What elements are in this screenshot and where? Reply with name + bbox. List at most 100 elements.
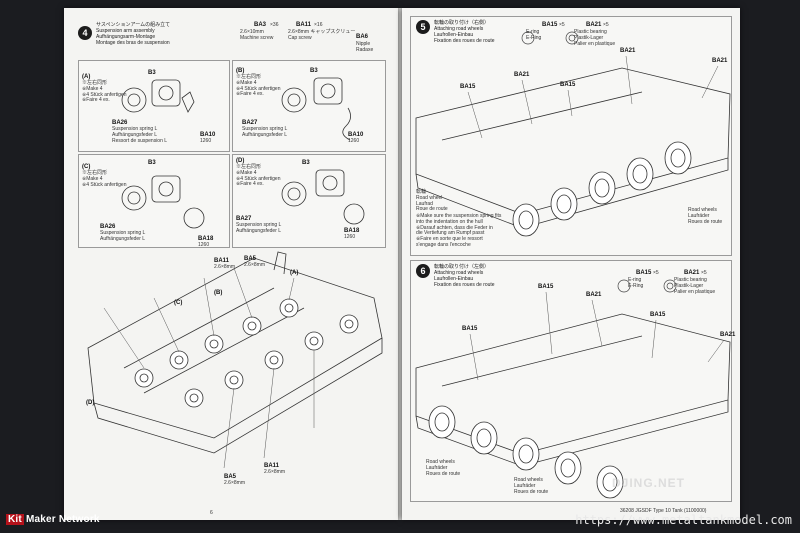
sub-c-spring: Suspension spring L Aufhängungsfeder L xyxy=(100,230,146,242)
step-5-badge: 5 xyxy=(416,20,430,34)
sub-b-label-b3: B3 xyxy=(310,68,318,74)
sub-c-notes: ※左右同形 ※Make 4 ※4 Stück anfertigen xyxy=(82,170,127,188)
step-5-part-ba15: BA15 xyxy=(542,22,558,28)
sub-d-label-ba18: BA18 xyxy=(344,228,360,234)
step-5-road-wheel-note: 転輪 Road wheel Laufrad Roue de route xyxy=(416,189,448,213)
step-5-caution: ※Make sure the suspension spring fits in… xyxy=(416,213,502,248)
sub-b-spring: Suspension spring L Aufhängungsfeder L xyxy=(242,126,288,138)
step-5-part-ba21: BA21 xyxy=(586,22,602,28)
sub-d-label-ba27: BA27 xyxy=(236,216,252,222)
left-page: 4 サスペンションアームの組み立て Suspension arm assembl… xyxy=(64,8,398,520)
kit-maker-text: Maker Network xyxy=(25,514,100,525)
hull-callout-ba5-lower-size: 2.6×8mm xyxy=(224,480,245,486)
right-page: 5 転輪の取り付け（右側） Attaching road wheels Lauf… xyxy=(402,8,740,520)
step-5-callout-0: BA15 xyxy=(460,84,476,90)
step-6-callout-2: BA15 xyxy=(462,326,478,332)
sub-d-notes: ※左右同形 ※Make 4 ※4 Stück anfertigen ※Faire… xyxy=(236,164,281,188)
sub-b-notes: ※左右同形 ※Make 4 ※4 Stück anfertigen ※Faire… xyxy=(236,74,281,98)
sub-d-label-b3: B3 xyxy=(302,160,310,166)
step-4-title: サスペンションアームの組み立て Suspension arm assembly … xyxy=(96,22,170,46)
sub-assembly-b-panel xyxy=(232,60,386,152)
step-6-road-wheels-label-left: Road wheels Laufräder Roues de route xyxy=(426,459,461,477)
sub-b-label-ba10: BA10 xyxy=(348,132,364,138)
step-4-title-de: Aufhängungsarm-Montage xyxy=(96,34,156,40)
hull-callout-b: (B) xyxy=(214,290,223,296)
part-ba11-code: BA11 xyxy=(296,22,312,28)
step-6-badge: 6 xyxy=(416,264,430,278)
part-ba3-qty: ×36 xyxy=(270,22,279,28)
hull-callout-ba11-lower: BA11 xyxy=(264,463,280,469)
sub-b-qty: 1260 xyxy=(348,138,360,144)
part-ba11-qty: ×16 xyxy=(314,22,323,28)
hull-callout-ba5: BA5 xyxy=(244,256,257,262)
sub-a-notes: ※左右同形 ※Make 4 ※4 Stück anfertigen ※Faire… xyxy=(82,80,127,104)
part-ba6-code: BA6 xyxy=(356,34,369,40)
page-gutter xyxy=(396,8,404,520)
sub-c-label-ba18: BA18 xyxy=(198,236,214,242)
part-ba11-desc: 2.6×8mm キャップスクリュー Cap screw xyxy=(288,29,356,41)
step-6-part-ba15-desc: E-ring E-Ring xyxy=(628,277,644,289)
step-5-title: 転輪の取り付け（右側） Attaching road wheels Laufro… xyxy=(434,20,495,44)
sub-c-label-b3: B3 xyxy=(148,160,156,166)
part-ba6-desc: Nipple Radaxe xyxy=(356,41,374,53)
step-6-part-ba21-qty: ×5 xyxy=(701,270,707,276)
step-6-part-ba15: BA15 xyxy=(636,270,652,276)
road-wheel-drawings xyxy=(415,31,731,499)
step-6-part-ba15-qty: ×5 xyxy=(653,270,659,276)
sub-d-spring: Suspension spring L Aufhängungsfeder L xyxy=(236,222,282,234)
sub-d-tag: (D) xyxy=(236,158,245,164)
sub-c-qty: 1260 xyxy=(198,242,210,248)
step-6-title: 転輪の取り付け（左側） Attaching road wheels Laufro… xyxy=(434,264,495,288)
sub-a-qty: 1260 xyxy=(200,138,212,144)
step-4-title-en: Suspension arm assembly xyxy=(96,28,155,34)
hull-callout-ba11-size: 2.6×8mm xyxy=(214,264,235,270)
step-5-callout-1: BA21 xyxy=(514,72,530,78)
left-page-number: 6 xyxy=(210,510,213,516)
sub-a-label-b3: B3 xyxy=(148,70,156,76)
step-5-part-ba15-qty: ×5 xyxy=(559,22,565,28)
sub-assembly-a-panel xyxy=(78,60,230,152)
step-6-part-ba21-desc: Plastic bearing Plastik-Lager Palier en … xyxy=(674,277,716,295)
sub-assembly-d-panel xyxy=(232,154,386,248)
step-6-callout-0: BA15 xyxy=(538,284,554,290)
step-6-part-ba21: BA21 xyxy=(684,270,700,276)
step-5-part-ba21-qty: ×5 xyxy=(603,22,609,28)
sub-a-spring: Suspension spring L Aufhängungsfeder L R… xyxy=(112,126,168,144)
step-5-road-wheels-label: Road wheels Laufräder Roues de route xyxy=(688,207,723,225)
step-6-road-wheels-label-right: Road wheels Laufräder Roues de route xyxy=(514,477,549,495)
metaltankmodel-url-watermark: https://www.metaltankmodel.com xyxy=(575,513,792,527)
sub-a-label-ba26: BA26 xyxy=(112,120,128,126)
sub-b-tag: (B) xyxy=(236,68,245,74)
step-4-badge: 4 xyxy=(78,26,92,40)
step-5-part-ba21-desc: Plastic bearing Plastik-Lager Palier en … xyxy=(574,29,616,47)
hull-callout-d: (D) xyxy=(86,400,95,406)
hull-callout-ba5-size: 2.6×8mm xyxy=(244,262,265,268)
step-5-callout-4: BA21 xyxy=(712,58,728,64)
hull-callout-ba11-lower-size: 2.6×8mm xyxy=(264,469,285,475)
hull-callout-a: (A) xyxy=(290,270,299,276)
sub-b-label-ba27: BA27 xyxy=(242,120,258,126)
hull-line-drawing xyxy=(87,77,383,469)
sub-a-label-ba10: BA10 xyxy=(200,132,216,138)
sub-c-tag: (C) xyxy=(82,164,91,170)
hull-callout-c: (C) xyxy=(174,300,183,306)
step-6-callout-4: BA21 xyxy=(720,332,736,338)
step-5-callout-3: BA21 xyxy=(620,48,636,54)
sub-c-label-ba26: BA26 xyxy=(100,224,116,230)
sub-assembly-c-panel xyxy=(78,154,230,248)
step-5-panel xyxy=(410,16,732,256)
step-6-callout-1: BA21 xyxy=(586,292,602,298)
part-ba3-desc: 2.6×10mm Machine screw xyxy=(240,29,274,41)
part-ba3-code: BA3 xyxy=(254,22,267,28)
step-4-title-fr: Montage des bras de suspension xyxy=(96,40,170,46)
step-6-callout-3: BA15 xyxy=(650,312,666,318)
sub-a-tag: (A) xyxy=(82,74,91,80)
djing-watermark: DJING.NET xyxy=(612,476,686,490)
kit-badge: Kit xyxy=(6,514,24,525)
sub-d-qty: 1260 xyxy=(344,234,356,240)
hull-callout-ba5-lower: BA5 xyxy=(224,474,237,480)
step-4-title-jp: サスペンションアームの組み立て xyxy=(96,22,171,28)
hull-callout-ba11: BA11 xyxy=(214,258,230,264)
step-5-callout-2: BA15 xyxy=(560,82,576,88)
